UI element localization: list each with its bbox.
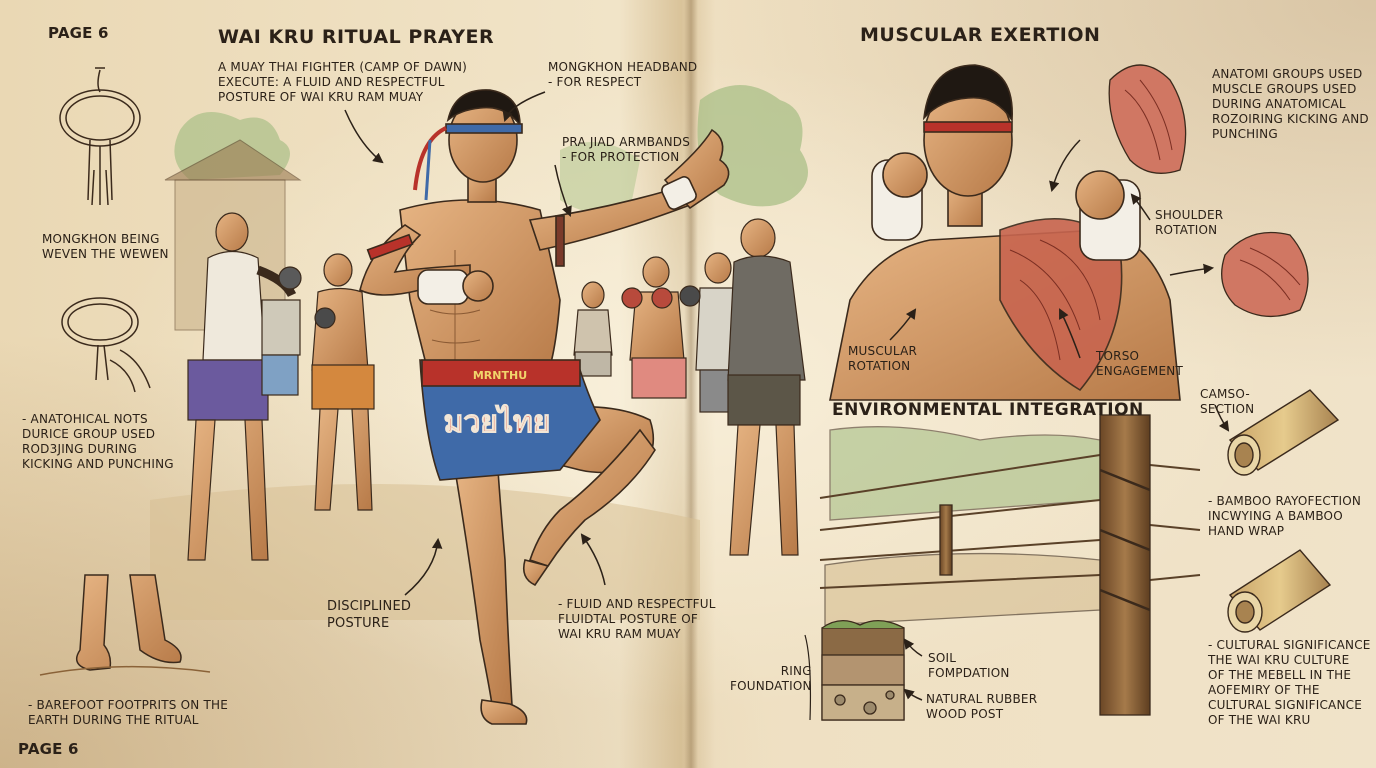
left-page-title: WAI KRU RITUAL PRAYER xyxy=(218,26,495,48)
fighter-intro-note: A MUAY THAI FIGHTER (CAMP OF DAWN) EXECU… xyxy=(218,60,468,104)
bamboo-sketches xyxy=(1227,389,1340,633)
ring-foundation-label: RING FOUNDATION xyxy=(730,664,812,693)
right-page-title: MUSCULAR EXERTION xyxy=(860,24,1101,46)
torso-engagement-label: TORSO ENGAGEMENT xyxy=(1096,349,1183,378)
shorts-thai-text: มวยไทย xyxy=(444,404,551,440)
mongkhon-sketches xyxy=(39,67,211,676)
shoulder-rotation-label: SHOULDER ROTATION xyxy=(1155,208,1224,237)
anatomy-groups-note: ANATOMI GROUPS USED MUSCLE GROUPS USED D… xyxy=(1212,67,1369,141)
barefoot-note: - BAREFOOT FOOTPRITS ON THE EARTH DURING… xyxy=(28,698,229,727)
main-fighter xyxy=(359,89,730,725)
environment-title: ENVIRONMENTAL INTEGRATION xyxy=(832,400,1144,420)
cultural-significance-note: - CULTURAL SIGNIFICANCE THE WAI KRU CULT… xyxy=(1208,638,1371,727)
muscular-rotation-label: MUSCULAR ROTATION xyxy=(848,344,918,373)
bamboo-note: - BAMBOO RAYOFECTION INCWYING A BAMBOO H… xyxy=(1208,494,1362,538)
muscle-details xyxy=(1108,64,1309,318)
anatomical-knots-note: - ANATOHICAL NOTS DURICE GROUP USED ROD3… xyxy=(22,412,174,471)
armbands-note: PRA JIAD ARMBANDS - FOR PROTECTION xyxy=(562,135,691,164)
mongkhon-weaving-note: MONGKHON BEING WEVEN THE WEWEN xyxy=(42,232,169,261)
camso-section-label: CAMSO- SECTION xyxy=(1200,387,1255,416)
shorts-band-text: MRNTHU xyxy=(473,369,527,382)
page-number-bottom: PAGE 6 xyxy=(18,740,79,758)
rubber-wood-post-label: NATURAL RUBBER WOOD POST xyxy=(926,692,1038,721)
background-fighters xyxy=(187,212,806,561)
boxer-anatomy xyxy=(829,64,1181,401)
annotation-arrows xyxy=(344,91,1230,721)
fluid-posture-note: - FLUID AND RESPECTFUL FLUIDTAL POSTURE … xyxy=(558,597,716,641)
page-number-top: PAGE 6 xyxy=(48,24,109,42)
headband-note: MONGKHON HEADBAND - FOR RESPECT xyxy=(548,60,698,89)
soil-foundation-label: SOIL FOMPDATION xyxy=(928,651,1010,680)
ring-environment xyxy=(819,414,1201,721)
disciplined-posture-label: DISCIPLINED POSTURE xyxy=(327,599,412,631)
